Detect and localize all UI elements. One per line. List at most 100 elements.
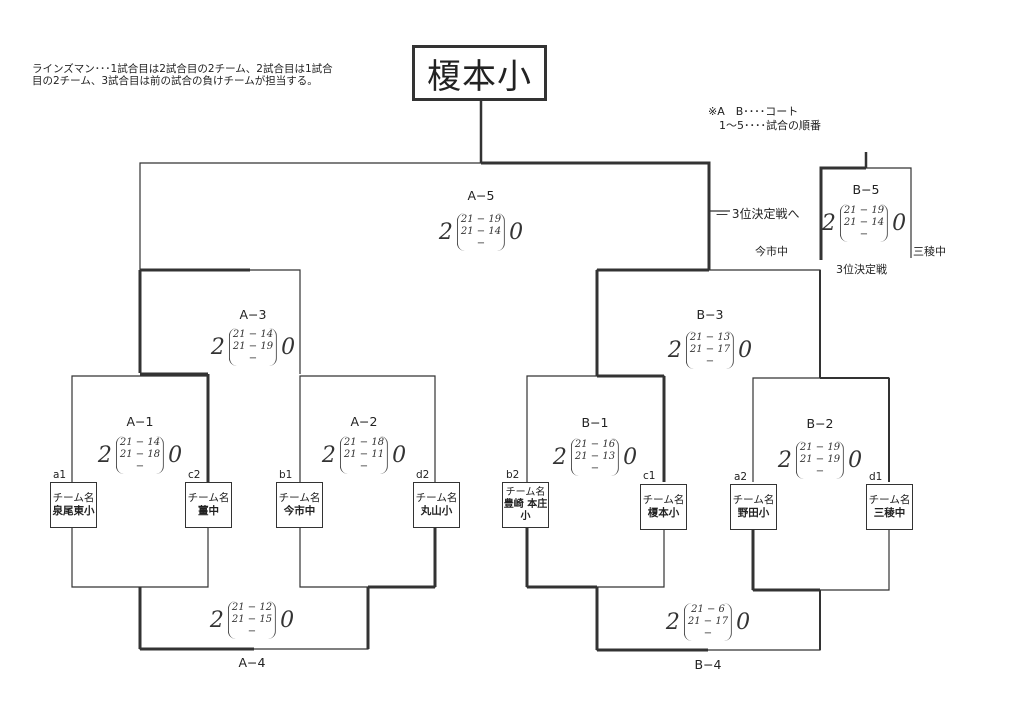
score-a2-left: 2 <box>321 442 336 468</box>
team-box: チーム名 泉尾東小 <box>50 482 97 528</box>
final-bracket-left <box>139 162 481 270</box>
seed-label: b2 <box>506 469 520 481</box>
match-label-b4: B−4 <box>694 657 722 672</box>
score-b5: 2 21 − 19 21 − 14 − 0 <box>822 204 906 242</box>
score-a4-left: 2 <box>209 607 224 633</box>
match-label-a1: A−1 <box>126 414 154 429</box>
score-b5-right: 0 <box>892 210 907 236</box>
score-a5-right: 0 <box>509 219 524 245</box>
game-3: − <box>705 356 715 367</box>
game-2: 21 − 15 <box>231 614 273 625</box>
team-caption: チーム名 <box>278 492 321 504</box>
score-b5-games: 21 − 19 21 − 14 − <box>839 204 889 242</box>
third-place-caption: 3位決定戦 <box>836 263 887 276</box>
score-b4-left: 2 <box>665 609 680 635</box>
game-3: − <box>815 466 825 477</box>
third-place-arrow-label: — 3位決定戦へ <box>716 207 800 221</box>
b5-bracket-left <box>819 166 866 260</box>
team-name: 榎本小 <box>647 507 680 519</box>
third-place-left-team: 今市中 <box>755 245 788 258</box>
team-box: チーム名 薑中 <box>185 482 232 528</box>
team-box: チーム名 丸山小 <box>413 482 460 528</box>
team-name: 丸山小 <box>420 505 453 517</box>
team-box: チーム名 豊崎 本庄小 <box>502 482 549 528</box>
match-label-a5: A−5 <box>467 188 495 203</box>
game-3: − <box>135 461 145 472</box>
game-3: − <box>859 229 869 240</box>
linesman-note: ラインズマン･･･1試合目は2試合目の2チーム、2試合目は1試合 目の2チーム、… <box>32 63 333 87</box>
seed-label: d2 <box>416 469 430 481</box>
game-2: 21 − 19 <box>799 454 841 465</box>
a2-lower <box>299 528 436 588</box>
game-3: − <box>590 463 600 474</box>
legend-note: ※A B････コート 1～5････試合の順番 <box>708 105 821 133</box>
team-caption: チーム名 <box>868 494 911 506</box>
score-a3: 2 21 − 14 21 − 19 − 0 <box>211 328 295 366</box>
game-1: 21 − 13 <box>689 332 731 343</box>
score-a3-left: 2 <box>210 334 225 360</box>
score-a5: 2 21 − 19 21 − 14 − 0 <box>439 213 523 251</box>
score-a2-games: 21 − 18 21 − 11 − <box>339 436 389 474</box>
final-bracket-right <box>481 161 711 270</box>
game-1: 21 − 16 <box>574 439 616 450</box>
game-3: − <box>248 353 258 364</box>
team-name: 薑中 <box>198 505 219 517</box>
score-b1-games: 21 − 16 21 − 13 − <box>570 438 620 476</box>
legend-order: 1～5････試合の順番 <box>708 119 821 132</box>
a2-bracket <box>299 375 436 482</box>
team-box: チーム名 今市中 <box>276 482 323 528</box>
game-3: − <box>247 626 257 637</box>
game-1: 21 − 12 <box>231 602 273 613</box>
score-a4: 2 21 − 12 21 − 15 − 0 <box>210 601 294 639</box>
b5-bracket-right <box>866 167 912 258</box>
b1-lower <box>526 528 665 588</box>
score-b1: 2 21 − 16 21 − 13 − 0 <box>553 438 637 476</box>
score-b3: 2 21 − 13 21 − 17 − 0 <box>668 331 752 369</box>
score-a3-right: 0 <box>281 334 296 360</box>
score-b3-games: 21 − 13 21 − 17 − <box>685 331 735 369</box>
team-caption: チーム名 <box>505 487 546 498</box>
match-label-b1: B−1 <box>581 415 609 430</box>
score-b2-right: 0 <box>848 447 863 473</box>
team-box: チーム名 野田小 <box>730 484 777 530</box>
game-2: 21 − 14 <box>460 226 502 237</box>
game-3: − <box>359 461 369 472</box>
team-caption: チーム名 <box>52 492 95 504</box>
team-name: 豊崎 本庄小 <box>503 499 548 522</box>
score-b2-games: 21 − 19 21 − 19 − <box>795 441 845 479</box>
score-b3-left: 2 <box>667 337 682 363</box>
team-name: 今市中 <box>283 505 316 517</box>
legend-court: ※A B････コート <box>708 105 799 118</box>
match-label-a3: A−3 <box>239 307 267 322</box>
score-a5-left: 2 <box>438 219 453 245</box>
match-label-a4: A−4 <box>238 655 266 670</box>
game-1: 21 − 14 <box>119 437 161 448</box>
score-b4: 2 21 − 6 21 − 17 − 0 <box>666 603 750 641</box>
game-3: − <box>476 238 486 249</box>
team-caption: チーム名 <box>187 492 230 504</box>
seed-label: c1 <box>643 470 656 482</box>
a1-lower <box>71 528 209 588</box>
third-place-right-team: 三稜中 <box>913 245 946 258</box>
game-3: − <box>703 628 713 639</box>
score-b1-left: 2 <box>552 444 567 470</box>
score-b5-left: 2 <box>821 210 836 236</box>
game-2: 21 − 13 <box>574 451 616 462</box>
team-box: チーム名 三稜中 <box>866 484 913 530</box>
team-caption: チーム名 <box>415 492 458 504</box>
score-a1: 2 21 − 14 21 − 18 − 0 <box>98 436 182 474</box>
game-1: 21 − 18 <box>343 437 385 448</box>
score-a1-left: 2 <box>97 442 112 468</box>
game-2: 21 − 14 <box>843 217 885 228</box>
game-2: 21 − 19 <box>232 341 274 352</box>
team-name: 野田小 <box>737 507 770 519</box>
team-name: 泉尾東小 <box>52 505 95 517</box>
team-box: チーム名 榎本小 <box>640 484 687 530</box>
seed-label: a2 <box>734 471 748 483</box>
seed-label: d1 <box>869 471 883 483</box>
champion-box: 榎本小 <box>412 45 547 101</box>
game-1: 21 − 6 <box>691 604 725 615</box>
linesman-note-line-2: 目の2チーム、3試合目は前の試合の負けチームが担当する。 <box>32 75 318 87</box>
game-1: 21 − 19 <box>799 442 841 453</box>
